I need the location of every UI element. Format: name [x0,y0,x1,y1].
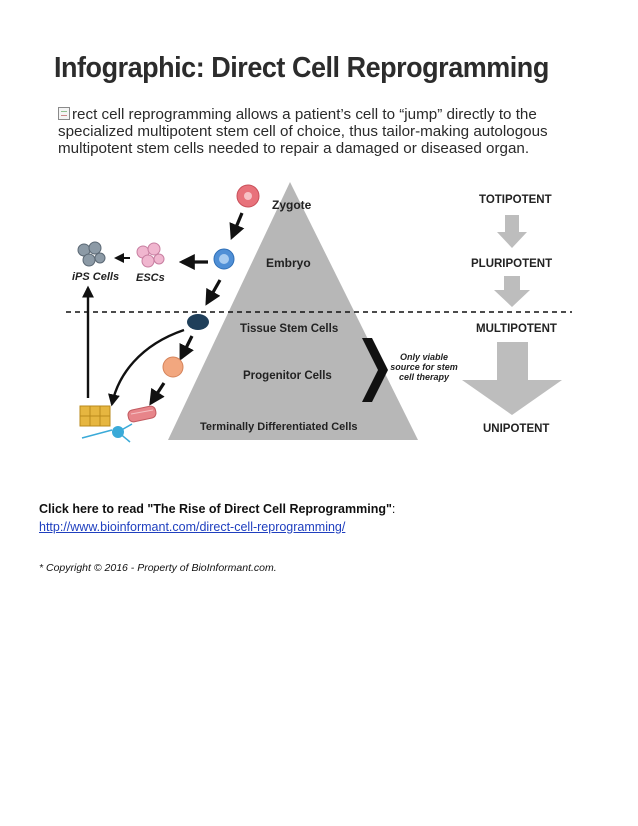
escs-cell-cluster-icon [136,242,165,268]
progenitor-cell-icon [162,356,184,378]
intro-line: rect cell reprogramming allows a patient… [58,106,598,123]
embryo-cell-icon [213,248,235,270]
cell-potency-diagram: Zygote Embryo Tissue Stem Cells Progenit… [66,182,572,443]
label-pluripotent: PLURIPOTENT [471,258,552,270]
arrow [205,279,222,306]
intro-line: specialized multipotent stem cell of cho… [58,123,548,140]
label-zygote: Zygote [272,198,312,212]
note-line: cell therapy [399,372,450,382]
label-ips-cells: iPS Cells [72,271,119,283]
neuron-icon [81,423,133,443]
potency-arrow-large [462,342,562,415]
note-line: source for stem [390,362,458,372]
arrow [149,382,166,406]
intro-paragraph: rect cell reprogramming allows a patient… [58,106,598,157]
label-multipotent: MULTIPOTENT [476,323,557,335]
label-totipotent: TOTIPOTENT [479,194,552,206]
zygote-cell-icon [236,184,260,208]
label-embryo: Embryo [266,256,311,270]
note-line: Only viable [400,352,448,362]
label-progenitor-cells: Progenitor Cells [243,370,332,382]
arrow [229,212,245,240]
arrow [179,335,194,361]
potency-pyramid [168,182,418,440]
broken-image-icon [58,107,70,120]
copyright-notice: * Copyright © 2016 - Property of BioInfo… [39,562,277,574]
page-title: Infographic: Direct Cell Reprogramming [54,52,549,84]
read-more-colon: : [391,502,396,516]
label-escs: ESCs [136,272,165,284]
terminal-tissue-cells-icon [79,405,111,427]
article-link[interactable]: http://www.bioinformant.com/direct-cell-… [39,520,346,534]
read-more-label: Click here to read "The Rise of Direct C… [39,502,392,516]
tissue-stem-cell-icon [187,314,209,330]
bracket-chevron [362,338,388,402]
label-tissue-stem-cells: Tissue Stem Cells [240,323,338,335]
intro-line-text: rect cell reprogramming allows a patient… [72,106,537,123]
direct-reprogramming-arrow [108,328,185,407]
potency-arrow-small [494,276,530,307]
intro-line: multipotent stem cells needed to repair … [58,140,530,157]
read-more-callout: Click here to read "The Rise of Direct C… [39,502,395,516]
label-terminally-differentiated: Terminally Differentiated Cells [200,421,358,433]
muscle-fiber-icon [127,405,157,423]
label-unipotent: UNIPOTENT [483,423,549,435]
ips-cell-cluster-icon [77,241,106,267]
potency-arrow-small [497,215,527,248]
